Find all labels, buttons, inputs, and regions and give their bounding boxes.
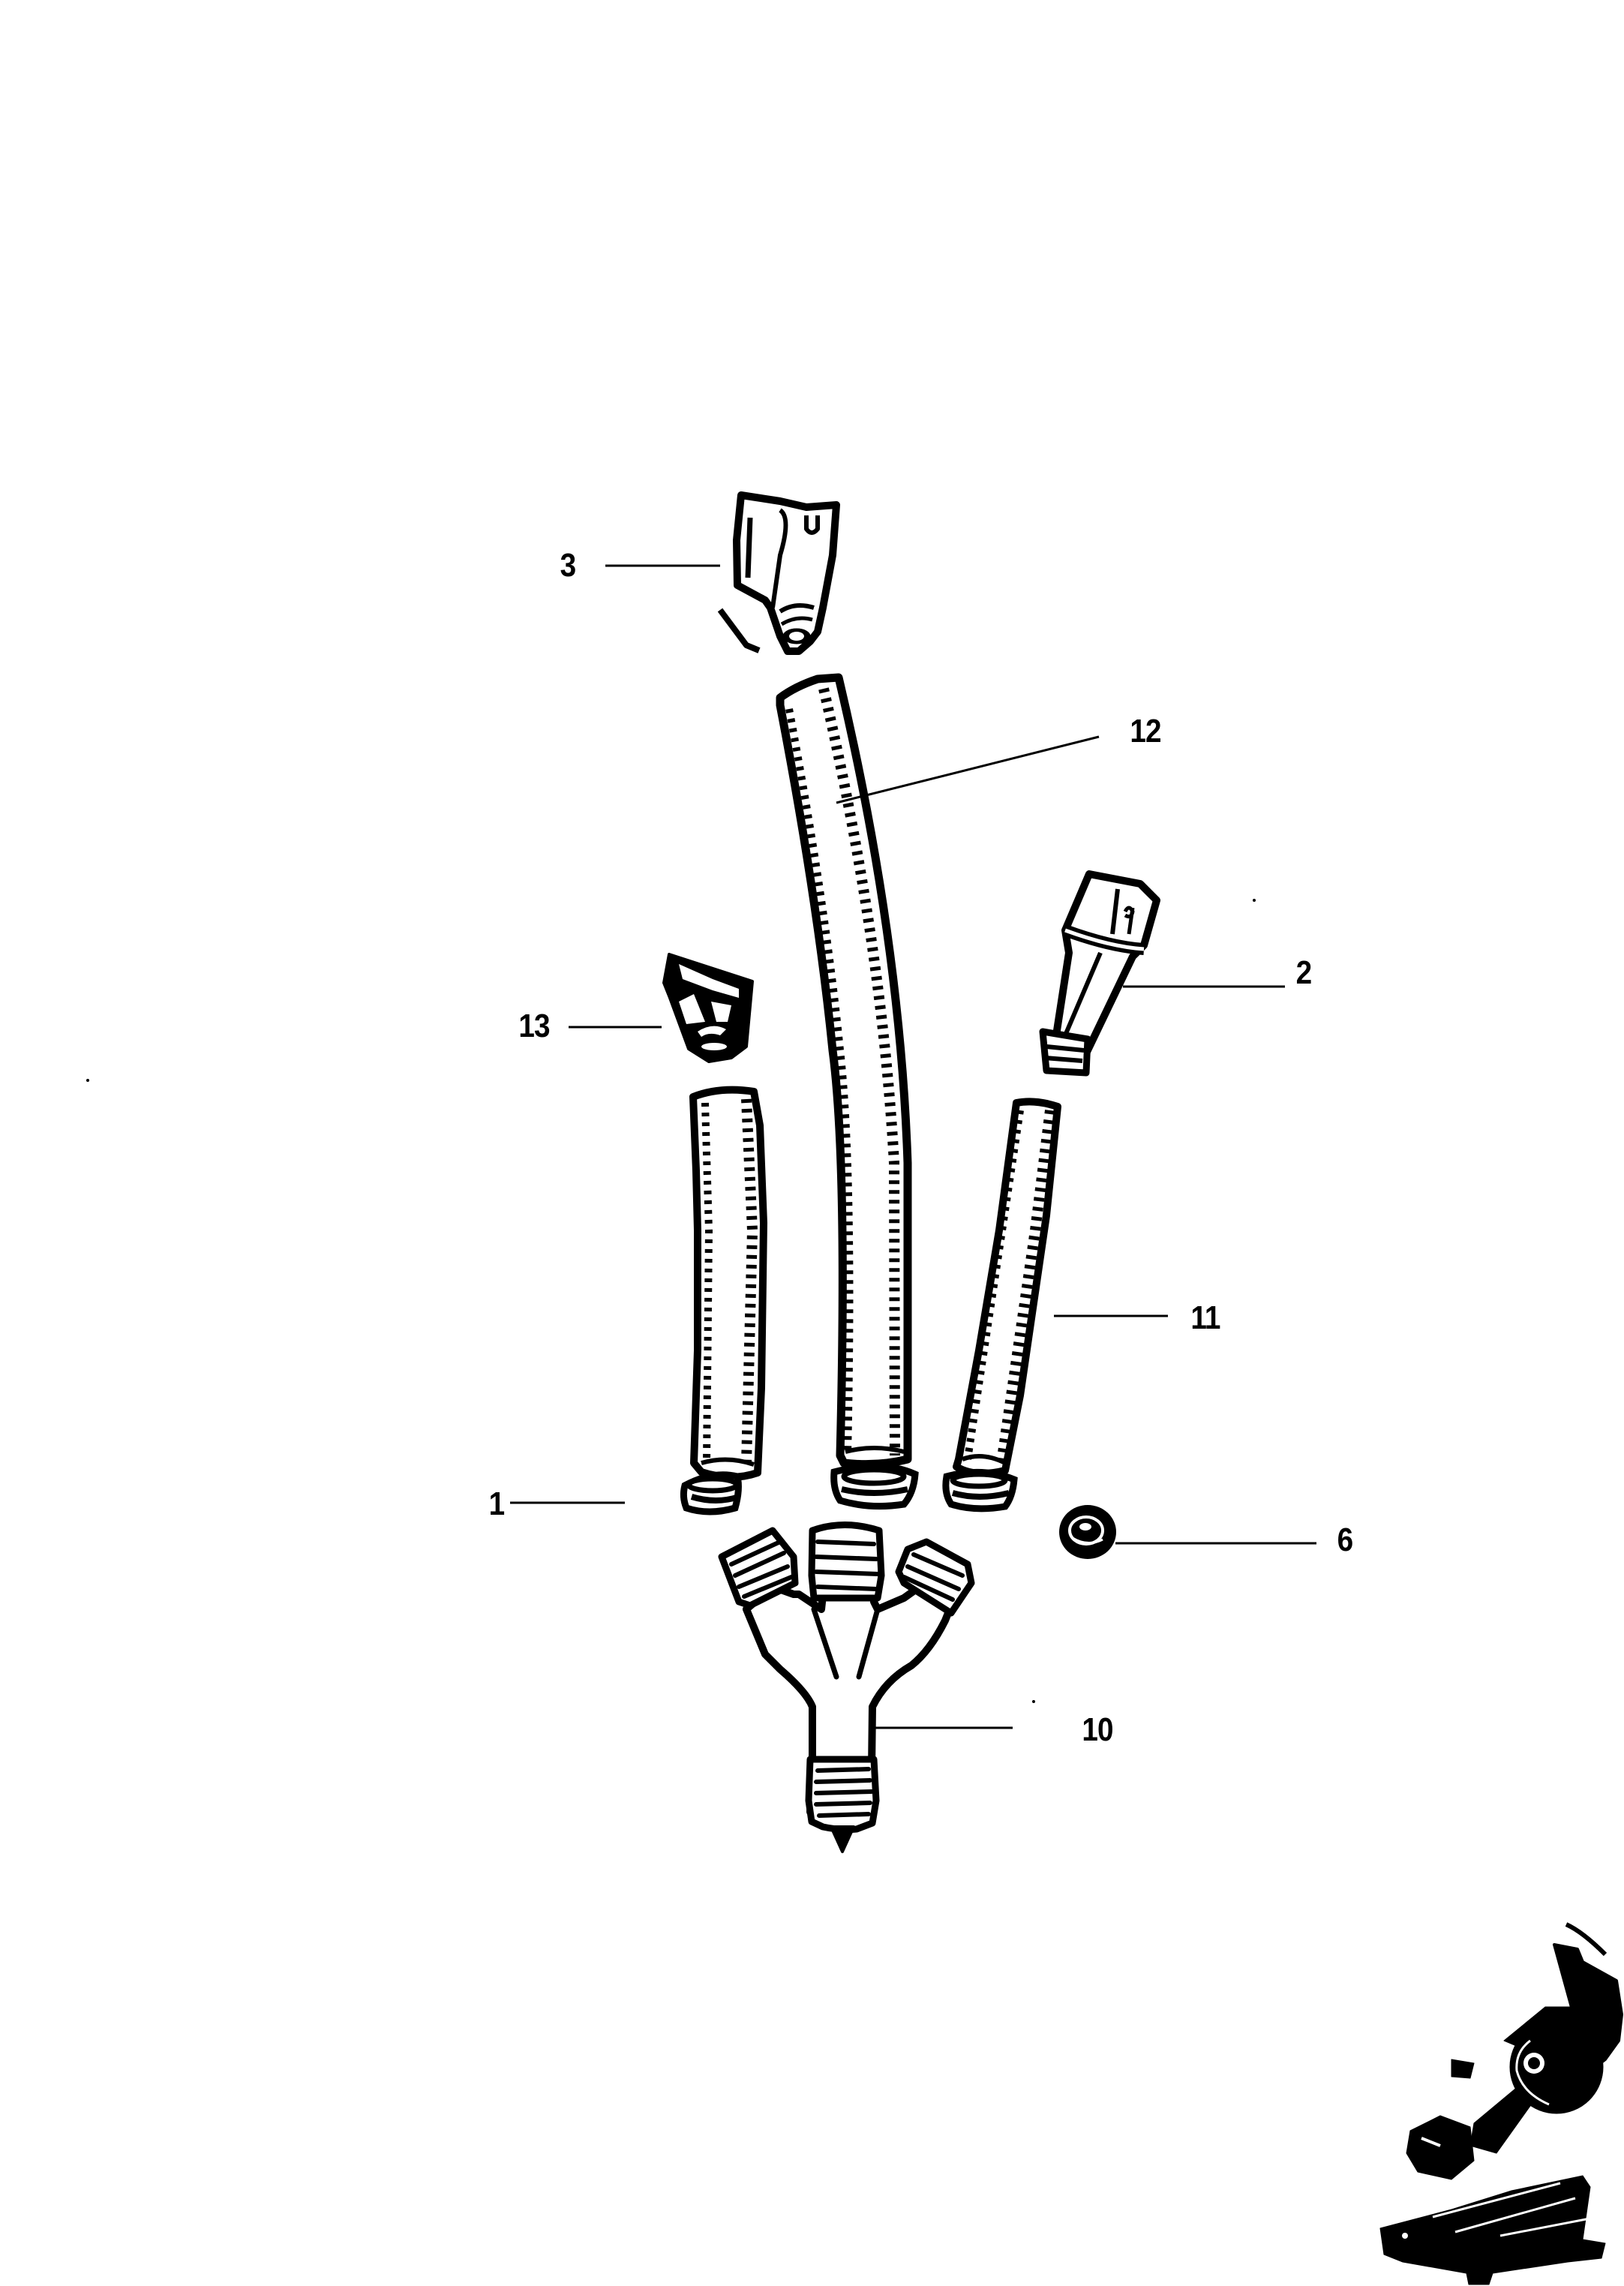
callout-label-10: 10	[1082, 1711, 1113, 1748]
callout-label-11: 11	[1190, 1299, 1220, 1336]
callout-label-6: 6	[1337, 1521, 1354, 1558]
callout-label-13: 13	[518, 1008, 550, 1044]
part-1-cuff-ring-center[interactable]	[830, 1462, 919, 1510]
part-1-cuff-ring-right[interactable]	[942, 1468, 1018, 1512]
callout-label-12: 12	[1130, 713, 1161, 749]
callout-label-3: 3	[560, 547, 577, 584]
part-12-long-hose[interactable]	[776, 673, 912, 1469]
miter-saw-thumbnail	[1379, 1922, 1623, 2285]
callout-label-2: 2	[1295, 954, 1313, 991]
part-11-short-hose[interactable]	[953, 1098, 1061, 1477]
left-short-hose[interactable]	[689, 1086, 767, 1481]
callout-label-1: 1	[488, 1485, 506, 1522]
part-6-adapter-ring[interactable]	[1059, 1505, 1116, 1559]
part-2-tapered-nozzle[interactable]	[1039, 870, 1160, 1077]
part-13-small-nozzle[interactable]	[662, 953, 754, 1063]
scan-specks	[86, 899, 1256, 1703]
part-3-dust-nozzle[interactable]	[717, 491, 840, 655]
leader-lines	[510, 564, 1316, 1729]
part-10-y-connector[interactable]	[718, 1521, 975, 1853]
part-1-cuff-ring-left[interactable]	[680, 1471, 742, 1515]
leader-line-12	[836, 735, 1100, 804]
